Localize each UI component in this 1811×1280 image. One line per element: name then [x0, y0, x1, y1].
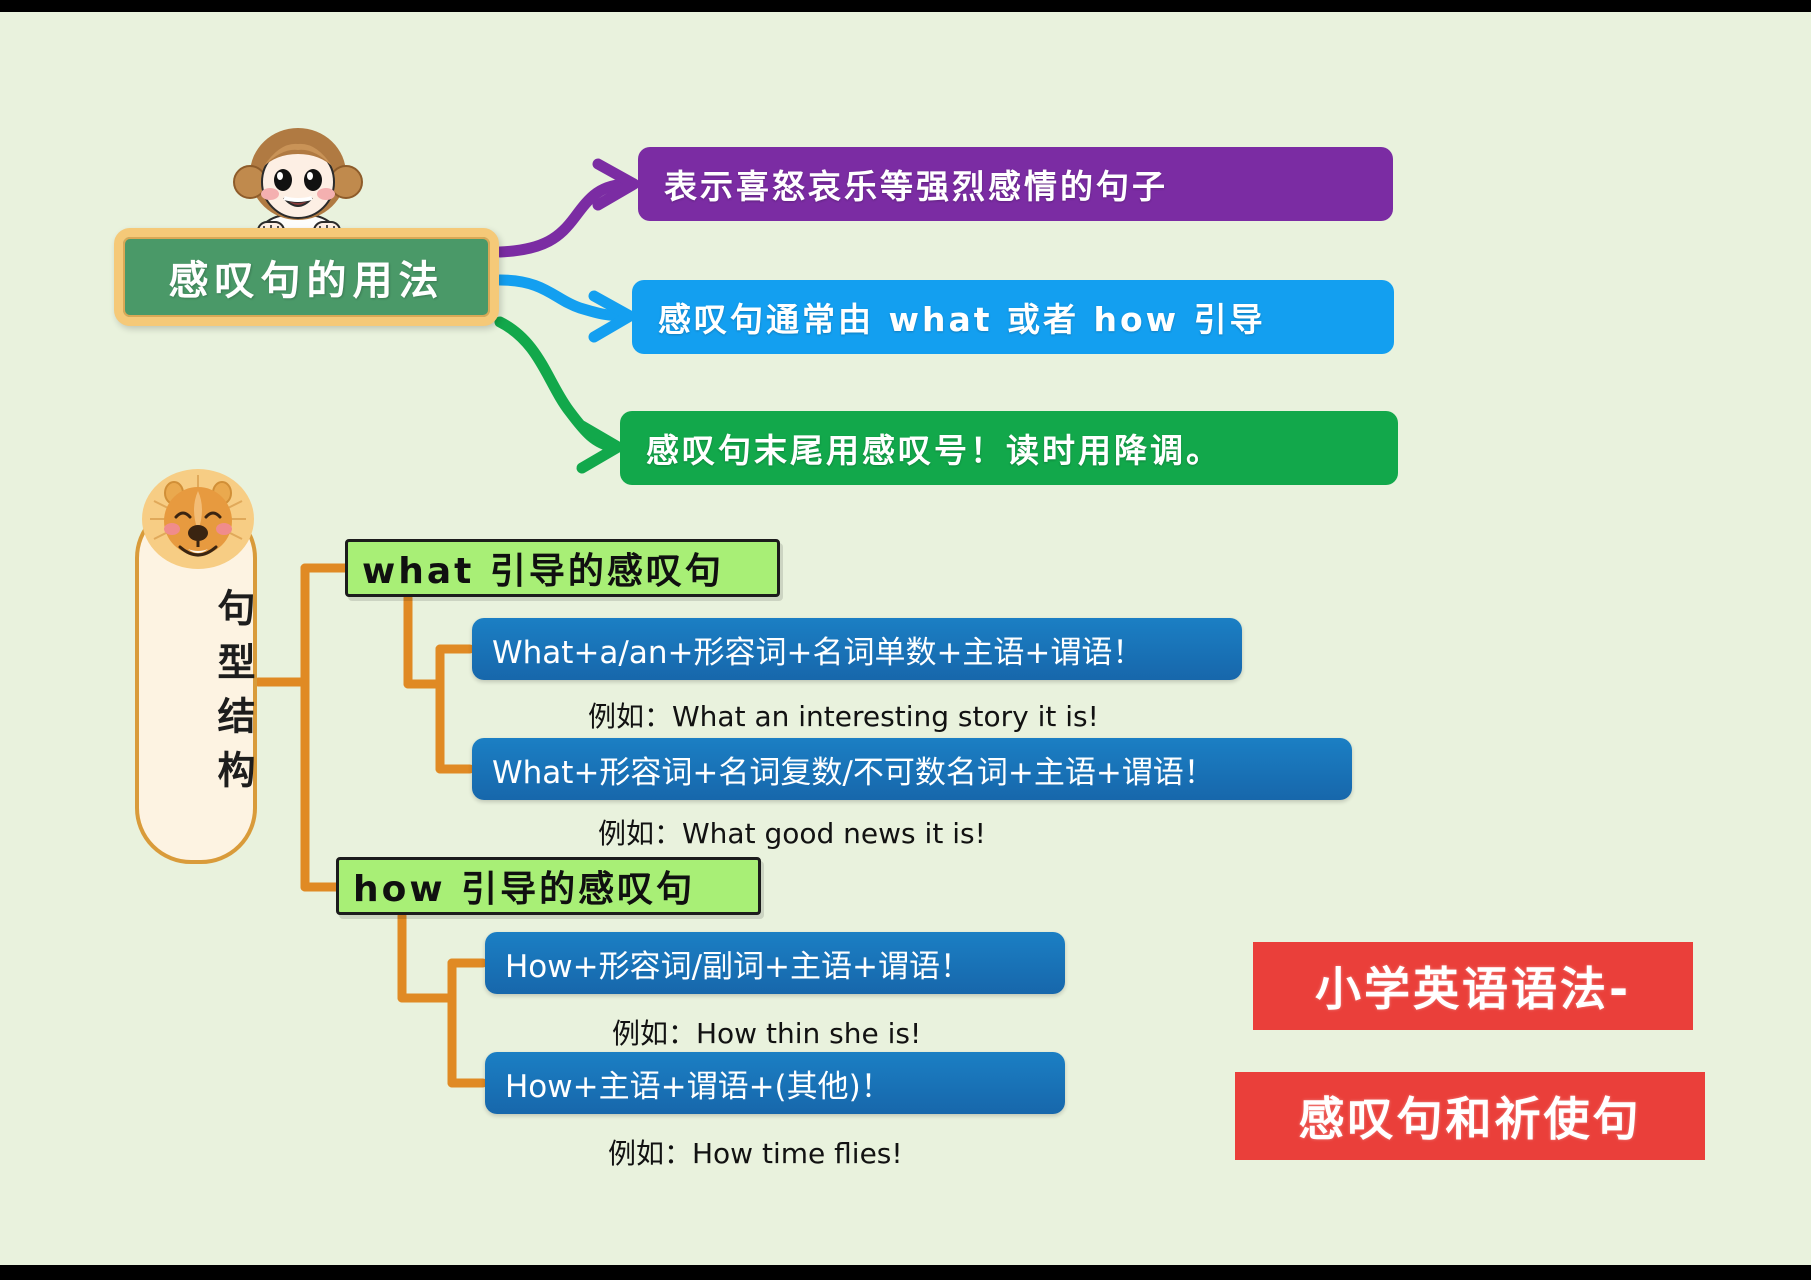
branch-heading-how-text: how 引导的感叹句 [353, 869, 696, 910]
mindmap-canvas: 感叹句的用法 表示喜怒哀乐等强烈感情的句子 感叹句通常由 what 或者 how… [0, 12, 1811, 1265]
usage-point-1-text: 表示喜怒哀乐等强烈感情的句子 [664, 167, 1168, 206]
poster-title-line-1-text: 小学英语语法- [1314, 962, 1632, 1016]
rule-what-2-example: 例如：What good news it is! [598, 812, 986, 852]
branch-heading-how: how 引导的感叹句 [336, 857, 761, 915]
rule-what-1-example: 例如：What an interesting story it is! [588, 695, 1099, 735]
rule-how-1-formula: How+形容词/副词+主语+谓语！ [485, 932, 1065, 994]
board-title-text: 感叹句的用法 [168, 258, 445, 304]
letterbox-top [0, 0, 1811, 12]
rule-what-1-formula: What+a/an+形容词+名词单数+主语+谓语！ [472, 618, 1242, 680]
scroll-title-text: 句型结构 [211, 588, 255, 804]
rule-what-2-formula: What+形容词+名词复数/不可数名词+主语+谓语！ [472, 738, 1352, 800]
poster-title-line-2-text: 感叹句和祈使句 [1298, 1092, 1642, 1146]
rule-how-1-formula-text: How+形容词/副词+主语+谓语！ [505, 948, 971, 985]
usage-point-1: 表示喜怒哀乐等强烈感情的句子 [638, 147, 1393, 221]
usage-point-3-text: 感叹句末尾用感叹号！读时用降调。 [646, 431, 1222, 470]
usage-point-2-text: 感叹句通常由 what 或者 how 引导 [658, 300, 1266, 339]
letterbox-bottom [0, 1265, 1811, 1280]
usage-point-3: 感叹句末尾用感叹号！读时用降调。 [620, 411, 1398, 485]
rule-how-2-formula: How+主语+谓语+(其他)！ [485, 1052, 1065, 1114]
rule-how-2-example: 例如：How time flies! [608, 1132, 903, 1172]
rule-how-1-example: 例如：How thin she is! [612, 1012, 921, 1052]
rule-how-2-example-text: 例如：How time flies! [608, 1137, 903, 1170]
usage-point-2: 感叹句通常由 what 或者 how 引导 [632, 280, 1394, 354]
branch-heading-what: what 引导的感叹句 [345, 539, 780, 597]
rule-what-2-example-text: 例如：What good news it is! [598, 817, 986, 850]
rule-how-1-example-text: 例如：How thin she is! [612, 1017, 922, 1050]
branch-heading-what-text: what 引导的感叹句 [362, 551, 724, 592]
lion-icon [142, 469, 254, 569]
poster-title-line-1: 小学英语语法- [1253, 942, 1693, 1030]
poster-title-line-2: 感叹句和祈使句 [1235, 1072, 1705, 1160]
rule-what-2-formula-text: What+形容词+名词复数/不可数名词+主语+谓语！ [492, 754, 1215, 791]
chalkboard-usage-title: 感叹句的用法 [114, 228, 499, 326]
rule-what-1-formula-text: What+a/an+形容词+名词单数+主语+谓语！ [492, 634, 1144, 671]
rule-how-2-formula-text: How+主语+谓语+(其他)！ [505, 1068, 892, 1105]
rule-what-1-example-text: 例如：What an interesting story it is! [588, 700, 1099, 733]
girl-illustration [233, 128, 363, 243]
